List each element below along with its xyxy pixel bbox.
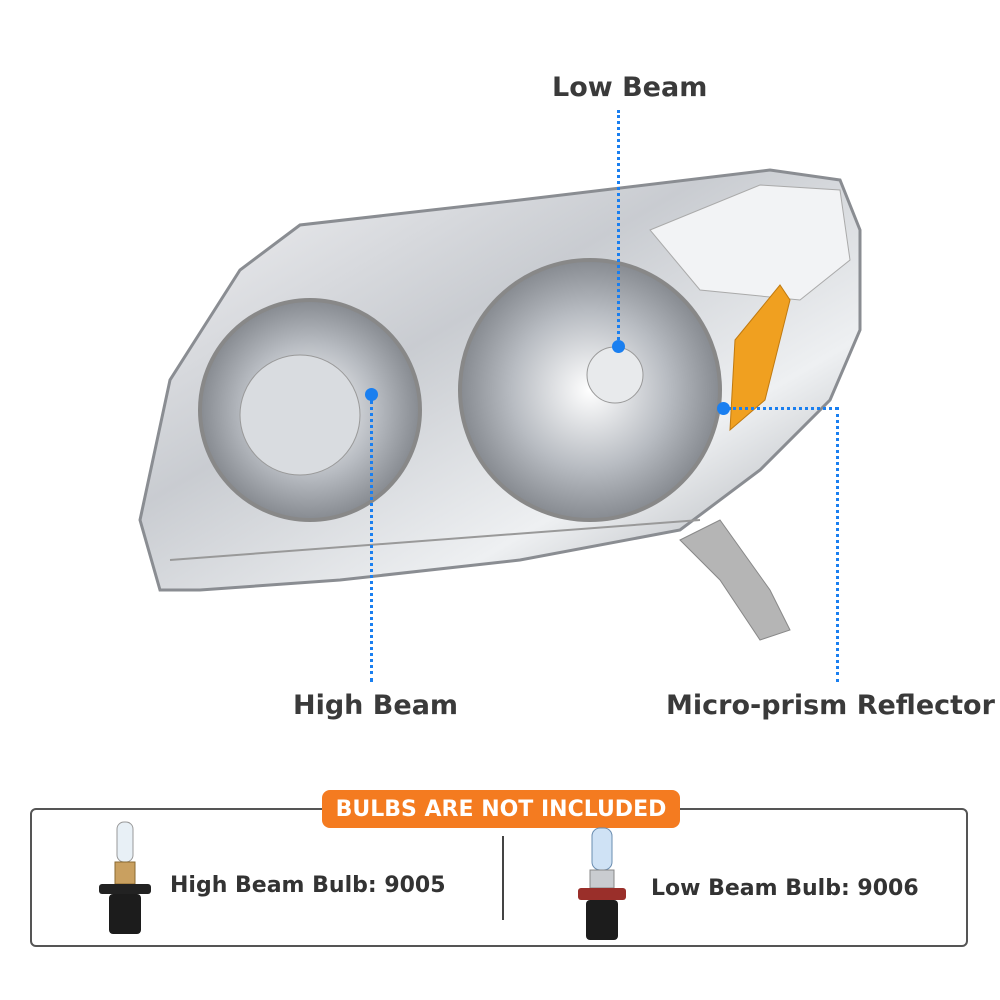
low-beam-dot — [612, 340, 625, 353]
low-beam-label: Low Beam — [552, 72, 708, 103]
mounting-bracket — [679, 519, 791, 641]
low-beam-leader-line — [617, 110, 620, 346]
reflector-label: Micro-prism Reflector — [666, 690, 995, 721]
amber-reflector — [729, 284, 791, 432]
divider — [502, 836, 504, 920]
low-beam-bulb-text: Low Beam Bulb: 9006 — [651, 876, 919, 901]
low-beam-reflector — [458, 258, 722, 522]
reflector-leader-v — [836, 407, 839, 682]
bulb-9006-icon — [578, 827, 626, 940]
high-beam-label: High Beam — [293, 690, 459, 721]
high-beam-bulb-text: High Beam Bulb: 9005 — [170, 873, 446, 898]
high-beam-dot — [365, 388, 378, 401]
reflector-dot — [717, 402, 730, 415]
bulb-9005-icon — [99, 821, 151, 934]
bulbs-not-included-badge: BULBS ARE NOT INCLUDED — [322, 790, 680, 828]
high-beam-leader-line — [370, 400, 373, 682]
reflector-leader-h — [728, 407, 838, 410]
